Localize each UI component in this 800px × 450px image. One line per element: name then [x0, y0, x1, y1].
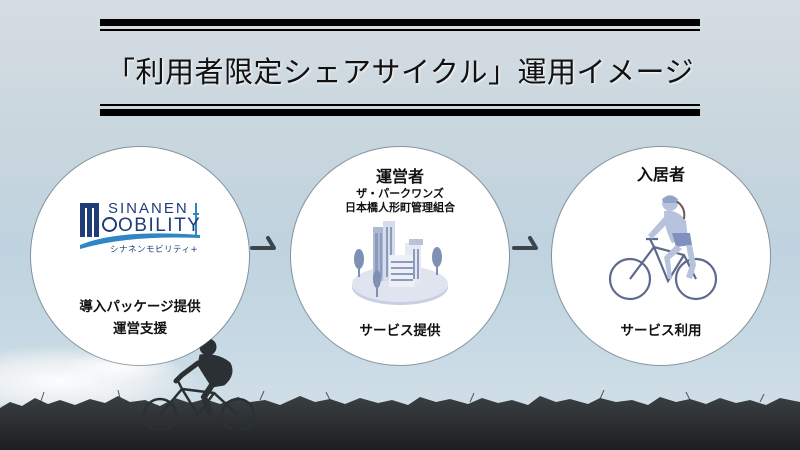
sinanen-mobility-logo: SINANEN OBILITY シナネンモビリティ+ — [78, 199, 208, 259]
logo-kana: シナネンモビリティ+ — [110, 245, 199, 255]
logo-m-mark-icon — [80, 203, 200, 249]
provider-line-1: 導入パッケージ提供 — [79, 299, 201, 315]
page-title: 「利用者限定シェアサイクル」運用イメージ — [106, 55, 694, 89]
resident-circle: 入居者 サービス利用 — [552, 147, 770, 365]
title-rule-bottom-thin — [100, 104, 700, 106]
operator-name-line-1: ザ・パークワンズ — [356, 187, 444, 200]
buildings-icon — [352, 221, 448, 305]
cyclist-icon — [608, 195, 718, 301]
operator-circle: 運営者 ザ・パークワンズ 日本橋人形町管理組合 サービス提供 — [291, 147, 509, 365]
logo-o-ring-icon — [102, 217, 117, 232]
operator-heading: 運営者 — [375, 167, 424, 186]
arrow-right-icon — [512, 236, 538, 250]
title-rule-top-thick — [100, 19, 700, 26]
operator-caption: サービス提供 — [359, 323, 441, 339]
title-rule-bottom-thick — [100, 109, 700, 116]
resident-caption: サービス利用 — [620, 323, 702, 339]
provider-line-2: 運営支援 — [113, 321, 167, 337]
background-grass-silhouette — [0, 390, 800, 450]
logo-text-obility: OBILITY — [102, 215, 201, 237]
logo-text-sinanen: SINANEN — [108, 200, 189, 217]
background-cyclist-silhouette — [142, 338, 256, 430]
provider-circle: SINANEN OBILITY シナネンモビリティ+ 導入パッケージ提供 運営支… — [31, 147, 249, 365]
operator-name-line-2: 日本橋人形町管理組合 — [345, 201, 455, 214]
arrow-right-icon — [250, 236, 276, 250]
resident-heading: 入居者 — [636, 165, 685, 184]
title-rule-top-thin — [100, 29, 700, 31]
